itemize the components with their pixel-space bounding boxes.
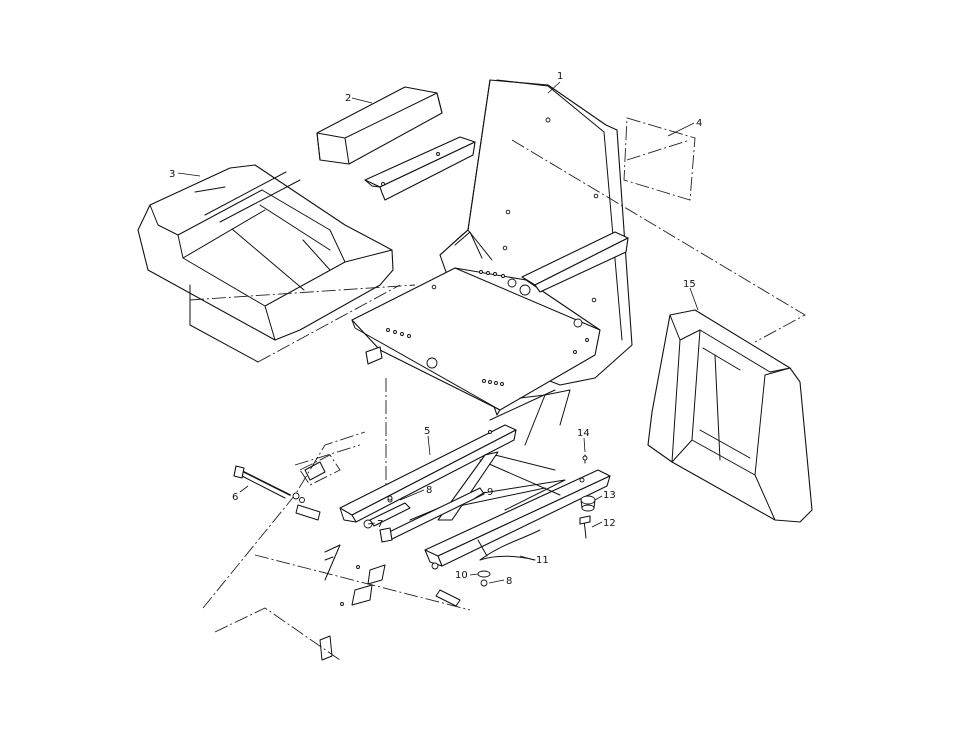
callout-3: 3 [169, 169, 175, 180]
callout-4: 4 [696, 118, 702, 129]
slide-rail-part-5 [340, 395, 610, 569]
callout-2: 2 [345, 93, 351, 104]
callout-8b: 8 [506, 576, 512, 587]
callout-6: 6 [232, 492, 238, 503]
armrest-pad-part-2 [317, 87, 442, 164]
callout-11: 11 [536, 555, 549, 566]
bolt-part-6 [234, 466, 305, 503]
callout-9: 9 [487, 487, 493, 498]
callout-12: 12 [603, 518, 616, 529]
callout-8a: 8 [426, 485, 432, 496]
callout-10: 10 [455, 570, 468, 581]
callout-1: 1 [557, 71, 563, 82]
seat-cushion-part-3 [138, 165, 393, 362]
plate-part-4 [624, 118, 695, 200]
callout-5: 5 [424, 426, 430, 437]
lower-mount-bracket [296, 455, 460, 660]
callout-14: 14 [577, 428, 590, 439]
backrest-cushion-part-15 [648, 310, 812, 522]
callout-7: 7 [377, 519, 383, 530]
callout-13: 13 [603, 490, 616, 501]
callout-15: 15 [683, 279, 696, 290]
